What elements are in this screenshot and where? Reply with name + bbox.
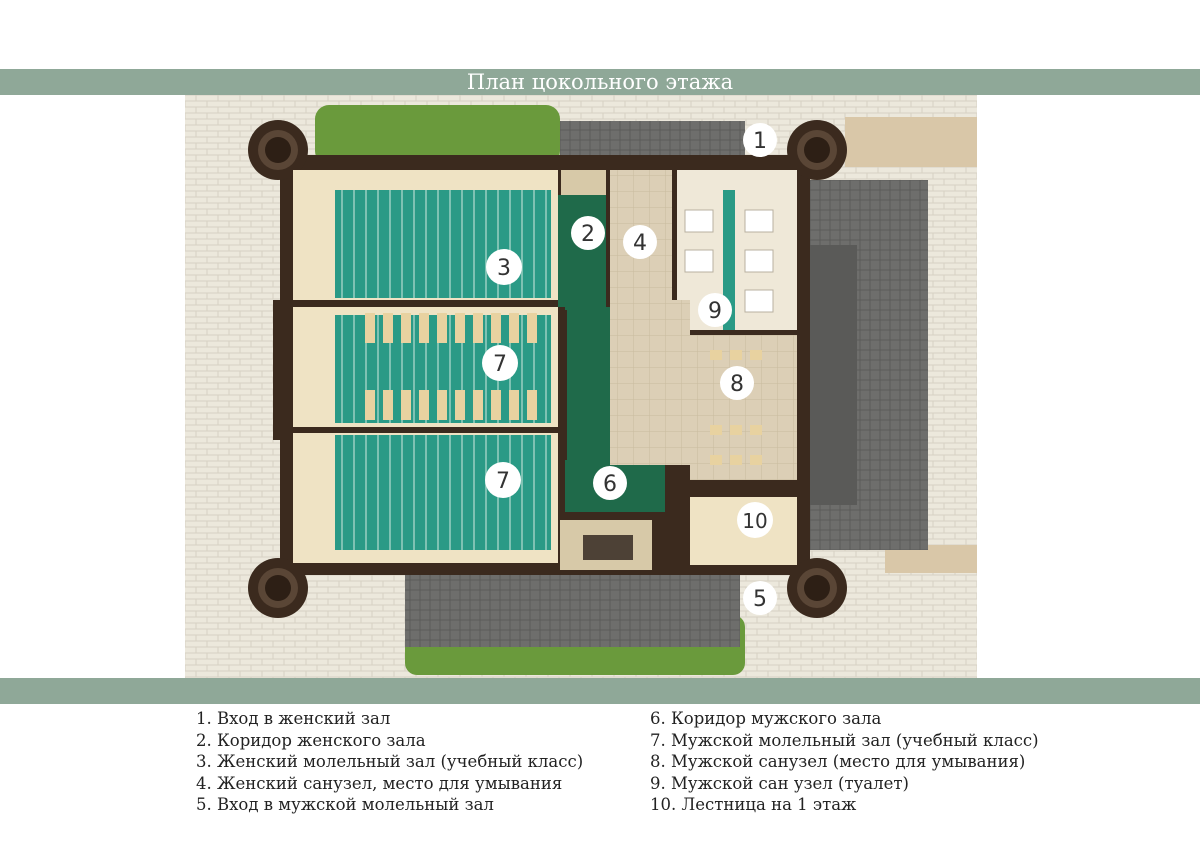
marker-9-label: 9 — [708, 299, 722, 324]
legend-item-2: 2. Коридор женского зала — [196, 730, 426, 750]
legend-item-9: 9. Мужской сан узел (туалет) — [650, 773, 909, 793]
legend-left: 1. Вход в женский зал 2. Коридор женског… — [196, 708, 636, 816]
stair-top — [561, 170, 606, 195]
marker-7b-label: 7 — [496, 469, 510, 494]
lawn-top — [315, 105, 560, 165]
legend-item-5: 5. Вход в мужской молельный зал — [196, 795, 494, 814]
legend-band — [0, 678, 1200, 704]
marker-8-label: 8 — [730, 372, 744, 397]
legend-item-1: 1. Вход в женский зал — [196, 709, 391, 728]
marker-10-label: 10 — [742, 509, 767, 533]
marker-1: 1 — [743, 123, 777, 157]
marker-9: 9 — [698, 293, 732, 327]
legend-item-6: 6. Коридор мужского зала — [650, 709, 882, 728]
marker-3-label: 3 — [497, 256, 511, 281]
marker-8: 8 — [720, 366, 754, 400]
corridor-2 — [558, 195, 606, 307]
marker-4-label: 4 — [633, 231, 647, 256]
marker-4: 4 — [623, 225, 657, 259]
marker-2: 2 — [571, 216, 605, 250]
marker-5: 5 — [743, 581, 777, 615]
legend-right: 6. Коридор мужского зала 7. Мужской моле… — [650, 708, 1170, 816]
legend-item-10: 10. Лестница на 1 этаж — [650, 795, 857, 814]
stair-bottom-inner — [583, 535, 633, 560]
marker-2-label: 2 — [581, 222, 595, 247]
lobby — [610, 300, 690, 465]
marker-10: 10 — [737, 502, 773, 538]
legend-item-4: 4. Женский санузел, место для умывания — [196, 773, 563, 793]
marker-7a: 7 — [482, 345, 518, 381]
legend-item-3: 3. Женский молельный зал (учебный класс) — [196, 752, 584, 771]
page-title: План цокольного этажа — [466, 70, 734, 94]
hall-7b-carpet — [335, 435, 551, 550]
washroom-8 — [690, 335, 797, 480]
path-right — [845, 117, 977, 167]
floor-plan: 1 2 3 4 5 6 7 7 8 9 10 — [185, 95, 977, 678]
toilet-partition — [723, 190, 735, 330]
marker-6-label: 6 — [603, 472, 617, 497]
marker-5-label: 5 — [753, 587, 767, 612]
marker-3: 3 — [486, 249, 522, 285]
corner-towers — [248, 120, 847, 618]
legend-item-7: 7. Мужской молельный зал (учебный класс) — [650, 730, 1039, 750]
legend-item-8: 8. Мужской санузел (место для умывания) — [650, 752, 1026, 771]
entrance-stairs-top — [560, 121, 745, 161]
marker-1-label: 1 — [753, 129, 767, 154]
marker-7a-label: 7 — [493, 352, 507, 377]
desks-hall-7a — [365, 313, 537, 420]
title-band — [0, 69, 1200, 95]
marker-6: 6 — [593, 466, 627, 500]
marker-7b: 7 — [485, 462, 521, 498]
corridor-6-wall — [563, 310, 567, 460]
west-bump-top — [273, 300, 287, 440]
toilet-stalls — [684, 209, 774, 313]
hall-3-carpet — [335, 190, 551, 298]
wash-stations — [710, 350, 762, 465]
entrance-stairs-bottom — [405, 575, 740, 647]
